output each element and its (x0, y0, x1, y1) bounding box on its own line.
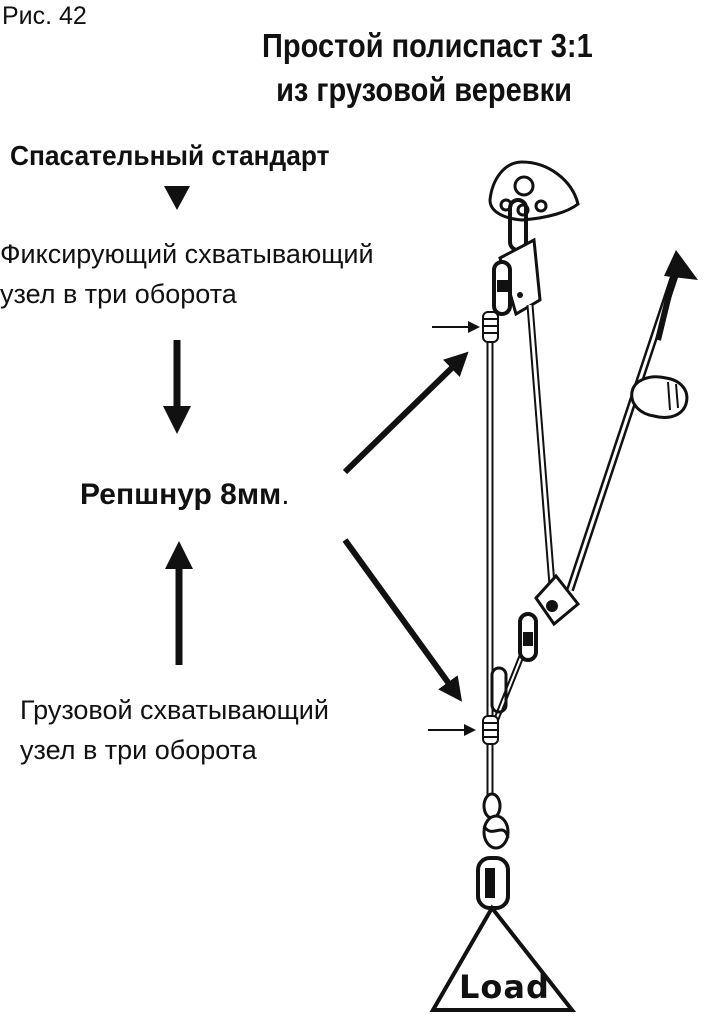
title-line-2: из грузовой веревки (276, 71, 572, 108)
load-knot-carabiner (490, 666, 508, 714)
load-knot-line-1: Грузовой схватывающий (20, 695, 329, 725)
fixing-knot-label: Фиксирующий схватывающий узел в три обор… (0, 234, 374, 314)
rescue-standard-label: Спасательный стандарт (10, 140, 330, 171)
load-knot (482, 715, 499, 745)
cord-label: Репшнур 8мм. (80, 478, 290, 512)
fixing-knot (482, 311, 499, 343)
title-line-1: Простой полиспаст 3:1 (262, 27, 593, 64)
load-knot-line-2: узел в три оборота (20, 735, 257, 765)
cord-label-text: Репшнур 8мм (80, 478, 282, 511)
arrow-to-fixing-knot (342, 351, 469, 475)
load-triangle (429, 904, 577, 1012)
down-triangle-arrow (164, 186, 190, 210)
moving-pulley (518, 573, 581, 662)
load-carabiner (476, 856, 510, 910)
fixing-knot-line-1: Фиксирующий схватывающий (0, 239, 374, 269)
fixing-knot-line-2: узел в три оборота (0, 279, 237, 309)
figure-eight-knot (482, 792, 510, 850)
top-pulley (492, 237, 542, 317)
diagram-title: Простой полиспаст 3:1 из грузовой веревк… (262, 24, 593, 112)
load-knot-label: Грузовой схватывающий узел в три оборота (20, 690, 329, 770)
load-label: Load (459, 968, 550, 1006)
ropes (486, 263, 682, 808)
hand-icon (630, 375, 689, 419)
pull-direction-arrow (664, 250, 698, 280)
cord-label-dot: . (281, 478, 290, 511)
anchor-plate (488, 160, 580, 222)
arrow-to-load-knot (342, 538, 463, 702)
figure-label: Рис. 42 (2, 2, 87, 30)
